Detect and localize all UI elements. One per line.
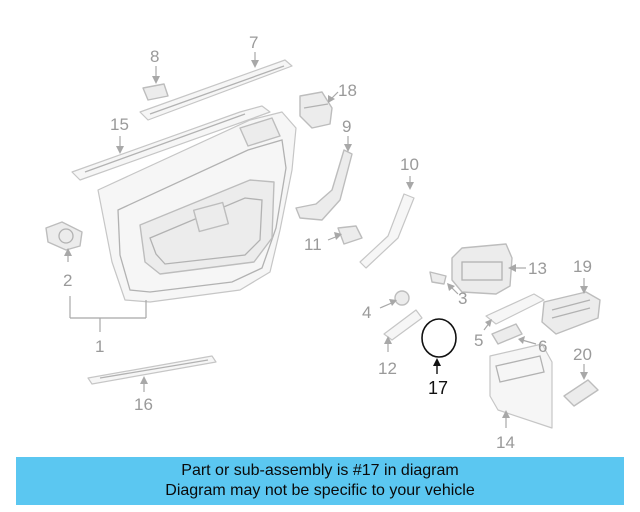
- label-part-18: 18: [338, 81, 357, 100]
- label-part-17: 17: [428, 378, 448, 398]
- label-part-14: 14: [496, 433, 515, 452]
- part-14-door-pocket[interactable]: [489, 343, 553, 429]
- part-15-weatherstrip[interactable]: [71, 105, 271, 181]
- label-part-3: 3: [458, 289, 467, 308]
- label-part-15: 15: [110, 115, 129, 134]
- info-banner: Part or sub-assembly is #17 in diagram D…: [16, 457, 624, 505]
- part-4-fastener[interactable]: [394, 290, 410, 306]
- part-20-switch[interactable]: [563, 379, 599, 407]
- part-17-o-ring[interactable]: [421, 318, 457, 358]
- label-part-6: 6: [538, 337, 547, 356]
- part-3-screw[interactable]: [429, 271, 447, 285]
- part-11-clip[interactable]: [337, 225, 363, 245]
- label-part-16: 16: [134, 395, 153, 414]
- part-5-bezel[interactable]: [485, 293, 545, 325]
- label-part-9: 9: [342, 117, 351, 136]
- label-part-20: 20: [573, 345, 592, 364]
- part-19-switch-assembly[interactable]: [541, 291, 601, 335]
- label-part-1: 1: [95, 337, 104, 356]
- part-2-grommet[interactable]: [45, 221, 83, 251]
- part-9-pull-handle[interactable]: [295, 149, 353, 221]
- label-part-8: 8: [150, 47, 159, 66]
- part-16-strip[interactable]: [87, 355, 217, 385]
- part-12-trim-piece[interactable]: [383, 309, 423, 341]
- part-6-cover[interactable]: [491, 323, 523, 345]
- part-7-trim-strip[interactable]: [139, 59, 293, 121]
- label-part-5: 5: [474, 331, 483, 350]
- part-1-door-panel[interactable]: [97, 111, 297, 303]
- label-part-13: 13: [528, 259, 547, 278]
- label-part-4: 4: [362, 303, 371, 322]
- part-18-switch-module[interactable]: [299, 91, 333, 129]
- banner-line-2: Diagram may not be specific to your vehi…: [165, 482, 475, 499]
- label-part-11: 11: [304, 235, 322, 254]
- label-part-19: 19: [573, 257, 592, 276]
- leader-lines: [64, 52, 588, 428]
- label-part-12: 12: [378, 359, 397, 378]
- label-part-10: 10: [400, 155, 419, 174]
- parts-diagram: 1 2 3 4 5 6 7 8 9 10 11 12 13 14 15 16 1…: [45, 33, 601, 452]
- banner-line-1: Part or sub-assembly is #17 in diagram: [181, 462, 459, 479]
- part-13-bezel[interactable]: [451, 243, 513, 295]
- part-10-trim-strip[interactable]: [359, 193, 415, 269]
- label-part-7: 7: [249, 33, 258, 52]
- label-part-2: 2: [63, 271, 72, 290]
- part-8-clip[interactable]: [142, 83, 169, 101]
